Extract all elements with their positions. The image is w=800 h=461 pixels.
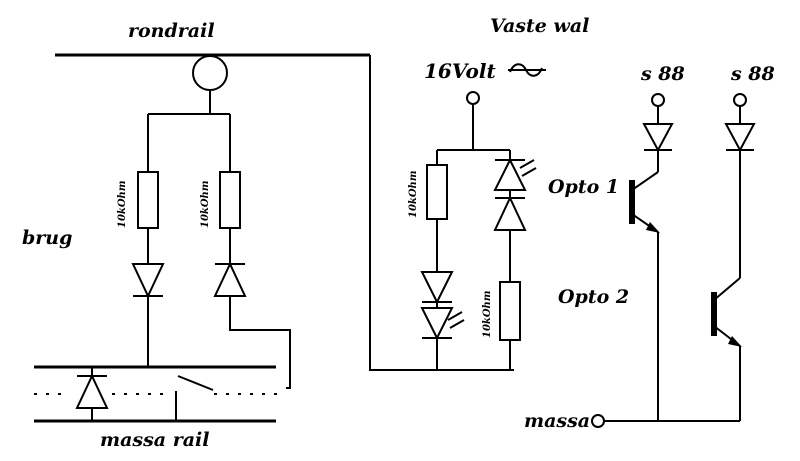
diode-icon	[75, 373, 109, 409]
s88-1-label: s 88	[640, 63, 685, 85]
resistor-icon	[426, 164, 448, 220]
npn-transistor-icon	[711, 277, 742, 347]
massa-rail-label: massa rail	[100, 429, 210, 451]
r3-label: 10kOhm	[408, 171, 419, 218]
npn-transistor-icon	[629, 171, 660, 233]
r1-label: 10kOhm	[117, 181, 128, 228]
resistor-icon	[499, 281, 521, 341]
rondrail-label: rondrail	[128, 20, 215, 42]
massa-label: massa	[524, 410, 590, 432]
terminal-circle-icon	[733, 93, 747, 107]
resistor-icon	[137, 171, 159, 229]
vaste-wal-label: Vaste wal	[490, 15, 589, 37]
resistor-icon	[219, 171, 241, 229]
diode-icon	[420, 271, 454, 305]
led-icon	[493, 157, 537, 191]
feed-wire	[369, 55, 514, 371]
ac-sine-icon	[508, 63, 546, 77]
terminal-circle-icon	[651, 93, 665, 107]
pickup-wheel-icon	[192, 55, 228, 91]
volt-label: 16Volt	[424, 59, 496, 83]
led-icon	[420, 307, 465, 341]
diode-icon	[131, 263, 165, 299]
opto2-label: Opto 2	[558, 286, 629, 308]
switch-icon	[177, 375, 214, 391]
brug-label: brug	[22, 227, 72, 249]
opto1-label: Opto 1	[548, 176, 619, 198]
s88-2-label: s 88	[730, 63, 775, 85]
diode-icon	[213, 261, 247, 297]
terminal-circle-icon	[591, 414, 605, 428]
branch2-wire-bottom	[229, 296, 291, 389]
r2-label: 10kOhm	[200, 181, 211, 228]
terminal-circle-icon	[466, 91, 480, 105]
diode-icon	[724, 123, 756, 153]
diode-icon	[493, 195, 527, 231]
diode-icon	[642, 123, 674, 153]
r4-label: 10kOhm	[482, 291, 493, 338]
